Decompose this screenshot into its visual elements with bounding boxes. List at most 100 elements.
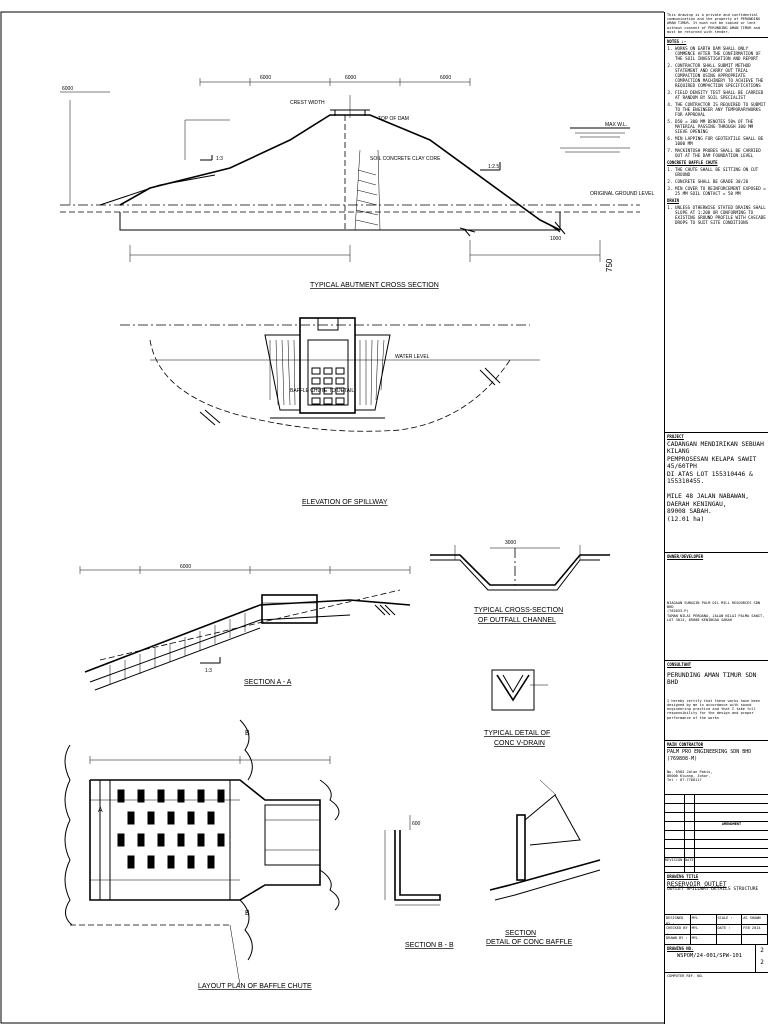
water-level-label: WATER LEVEL: [395, 354, 430, 360]
scale-label: SCALE :: [716, 915, 743, 925]
contractor-name: PALM PRO ENGINEERING SDN BHD (769808-M): [667, 749, 752, 763]
consultant-label: CONSULTANT: [667, 662, 692, 667]
note-item: UNLESS OTHERWISE STATED DRAINS SHALL SLO…: [675, 205, 766, 225]
note-item: D50 = 300 MM DENOTES 50% OF THE MATERIAL…: [675, 119, 766, 134]
dim-label: 6000: [62, 86, 73, 92]
date-value: FEB 2014: [742, 925, 768, 935]
computer-ref: COMPUTER REF. NO.: [667, 974, 704, 978]
project-section: PROJECT CADANGAN MENDIRIKAN SEBUAH KILAN…: [665, 433, 768, 553]
note-item: MIN COVER TO REINFORCEMENT EXPOSED = 25 …: [675, 186, 766, 196]
designed-label: DESIGNED BY :: [665, 915, 691, 926]
dim-label: 6000: [260, 75, 271, 81]
outfall-title-2: OF OUTFALL CHANNEL: [478, 617, 556, 624]
amendment-title: AMENDMENT: [695, 822, 768, 831]
owner-line: LOT 3014, 89008 KENINGAU SABAH: [667, 617, 732, 622]
address-line: DAERAH KENINGAU,: [667, 500, 727, 508]
address-line: MILE 48 JALAN NABAWAN,: [667, 493, 749, 501]
confidential-notice: This drawing is a private and confidenti…: [665, 12, 768, 38]
slope-label: 1:2.5: [488, 164, 499, 170]
contractor-tel: Tel : 07-7768117: [667, 778, 702, 783]
drain-heading: DRAIN: [667, 198, 680, 203]
notes-list: WORKS ON EARTH DAM SHALL ONLY COMMENCE A…: [667, 46, 766, 158]
drain-notes-list: UNLESS OTHERWISE STATED DRAINS SHALL SLO…: [667, 205, 766, 225]
crest-width-label: CREST WIDTH: [290, 100, 325, 106]
project-line: DI ATAS LOT 155310446 & 155310455.: [667, 470, 753, 486]
consultant-section: CONSULTANT PERUNDING AMAN TIMUR SDN BHD …: [665, 661, 768, 741]
checked-value: MYL: [690, 925, 717, 935]
consultant-cert: I hereby certify that these works have b…: [667, 698, 761, 720]
contractor-address: 86000 Kluang, Johor.: [667, 774, 711, 779]
section-b-marker: B: [245, 910, 250, 917]
notes-section: NOTES :- WORKS ON EARTH DAM SHALL ONLY C…: [665, 38, 768, 433]
note-item: THE CONTRACTOR IS REQUIRED TO SUBMIT TO …: [675, 102, 766, 117]
project-line: PEMPROSESAN KELAPA SAWIT 45/60TPH: [667, 455, 757, 471]
section-aa-title: SECTION A - A: [244, 679, 292, 686]
owner-section: OWNER/DEVELOPER NIAGAAN SUNGGIN PALM OIL…: [665, 553, 768, 661]
concrete-notes-list: THE CHUTE SHALL BE SITTING ON CUT GROUND…: [667, 167, 766, 196]
water-level-label: MAX W.L.: [605, 122, 627, 128]
spillway-hatch: [269, 339, 385, 406]
sheet-total: 2: [760, 959, 764, 966]
drawn-value: MYL: [691, 935, 717, 944]
title-block: This drawing is a private and confidenti…: [664, 12, 768, 1024]
section-bb-title: SECTION B - B: [405, 942, 454, 949]
abutment-cross-section: 6000 6000 6000 6000 CREST WIDTH TOP OF D…: [60, 75, 654, 289]
baffle-blocks: [311, 367, 345, 405]
vdrain-title-1: TYPICAL DETAIL OF: [484, 730, 550, 737]
conc-baffle-detail: SECTION DETAIL OF CONC BAFFLE: [486, 779, 601, 946]
section-a-a: 6000 1:3 SECTION A - A: [79, 564, 411, 691]
baffle-chute-plan: A B B LAYOUT PLAN OF BAFFLE CHUTE: [64, 719, 340, 990]
note-item: CONCRETE SHALL BE GRADE 30/20: [675, 179, 766, 184]
spillway-elevation: BAFFLE CHUTE TO DETAIL WATER LEVEL ELEVA…: [120, 317, 540, 506]
address-line: 89008 SABAH.: [667, 508, 712, 516]
owner-label: OWNER/DEVELOPER: [667, 554, 704, 559]
outfall-title-1: TYPICAL CROSS-SECTION: [474, 607, 563, 614]
drawing-title-line1: RESERVOIR OUTLET: [667, 881, 727, 888]
project-line: CADANGAN MENDIRIKAN SEBUAH KILANG: [667, 441, 764, 456]
owner-line: (782653-P): [667, 609, 689, 614]
dim-label: 6000: [180, 564, 191, 570]
section-a-marker: A: [98, 807, 103, 814]
section-b-marker: B: [245, 730, 250, 737]
revision-label: REVISION: [665, 858, 684, 867]
core-label: SOIL CONCRETE CLAY CORE: [370, 156, 441, 162]
engineering-drawing: 6000 6000 6000 6000 CREST WIDTH TOP OF D…: [0, 11, 664, 1024]
note-item: WORKS ON EARTH DAM SHALL ONLY COMMENCE A…: [675, 46, 766, 61]
outfall-channel-section: 3000 TYPICAL CROSS-SECTION OF OUTFALL CH…: [430, 540, 610, 624]
sheet-number: 2: [760, 947, 764, 954]
drawn-label: DRAWN BY :: [665, 935, 691, 944]
abutment-title: TYPICAL ABUTMENT CROSS SECTION: [310, 282, 439, 289]
contractor-section: MAIN CONTRACTOR PALM PRO ENGINEERING SDN…: [665, 741, 768, 795]
dim-label: 6000: [345, 75, 356, 81]
drawing-frame: [0, 11, 664, 1024]
date-label: DATE :: [716, 925, 743, 935]
drawing-number: WSPOM/24-001/SPW-101: [677, 953, 742, 959]
signoff-table: DESIGNED BY : MYL SCALE : AS SHOWN CHECK…: [665, 915, 768, 945]
section-b-b: 600 SECTION B - B: [384, 815, 454, 949]
core-hatch: [355, 169, 379, 226]
project-label: PROJECT: [667, 434, 684, 439]
note-item: MACKINTOSH PROBES SHALL BE CARRIED OUT A…: [675, 148, 766, 158]
contractor-address: No. 6584 Jalan Pakis,: [667, 769, 713, 774]
consultant-name: PERUNDING AMAN TIMUR SDN BHD: [667, 672, 757, 687]
designed-value: MYL: [690, 915, 717, 925]
note-item: MIN LAPPING FOR GEOTEXTILE SHALL BE 1000…: [675, 136, 766, 146]
ground-hatch: [199, 367, 501, 426]
scale-value: AS SHOWN: [742, 915, 768, 925]
date-label: DATE: [685, 858, 694, 867]
vdrain-title-2: CONC V-DRAIN: [494, 740, 545, 747]
mark-750: 750: [605, 258, 614, 272]
spillway-title: ELEVATION OF SPILLWAY: [302, 499, 388, 506]
owner-line: TAMAN NILAI PERDANA, JALAN NILAI PALMA S…: [667, 613, 765, 618]
baffle-detail-title: DETAIL OF CONC BAFFLE: [486, 939, 573, 946]
notes-heading: NOTES :-: [667, 39, 687, 44]
dim-label: 1000: [550, 236, 561, 242]
top-of-dam-label: TOP OF DAM: [378, 116, 409, 122]
ground-hatch: [374, 604, 396, 616]
baffle-plan-title: LAYOUT PLAN OF BAFFLE CHUTE: [198, 983, 312, 990]
note-item: THE CHUTE SHALL BE SITTING ON CUT GROUND: [675, 167, 766, 177]
drawing-no-label: DRAWING NO.: [667, 946, 694, 951]
dim-label: 600: [412, 821, 421, 827]
slope-label: 1:3: [205, 668, 212, 674]
checked-label: CHECKED BY :: [665, 925, 691, 936]
